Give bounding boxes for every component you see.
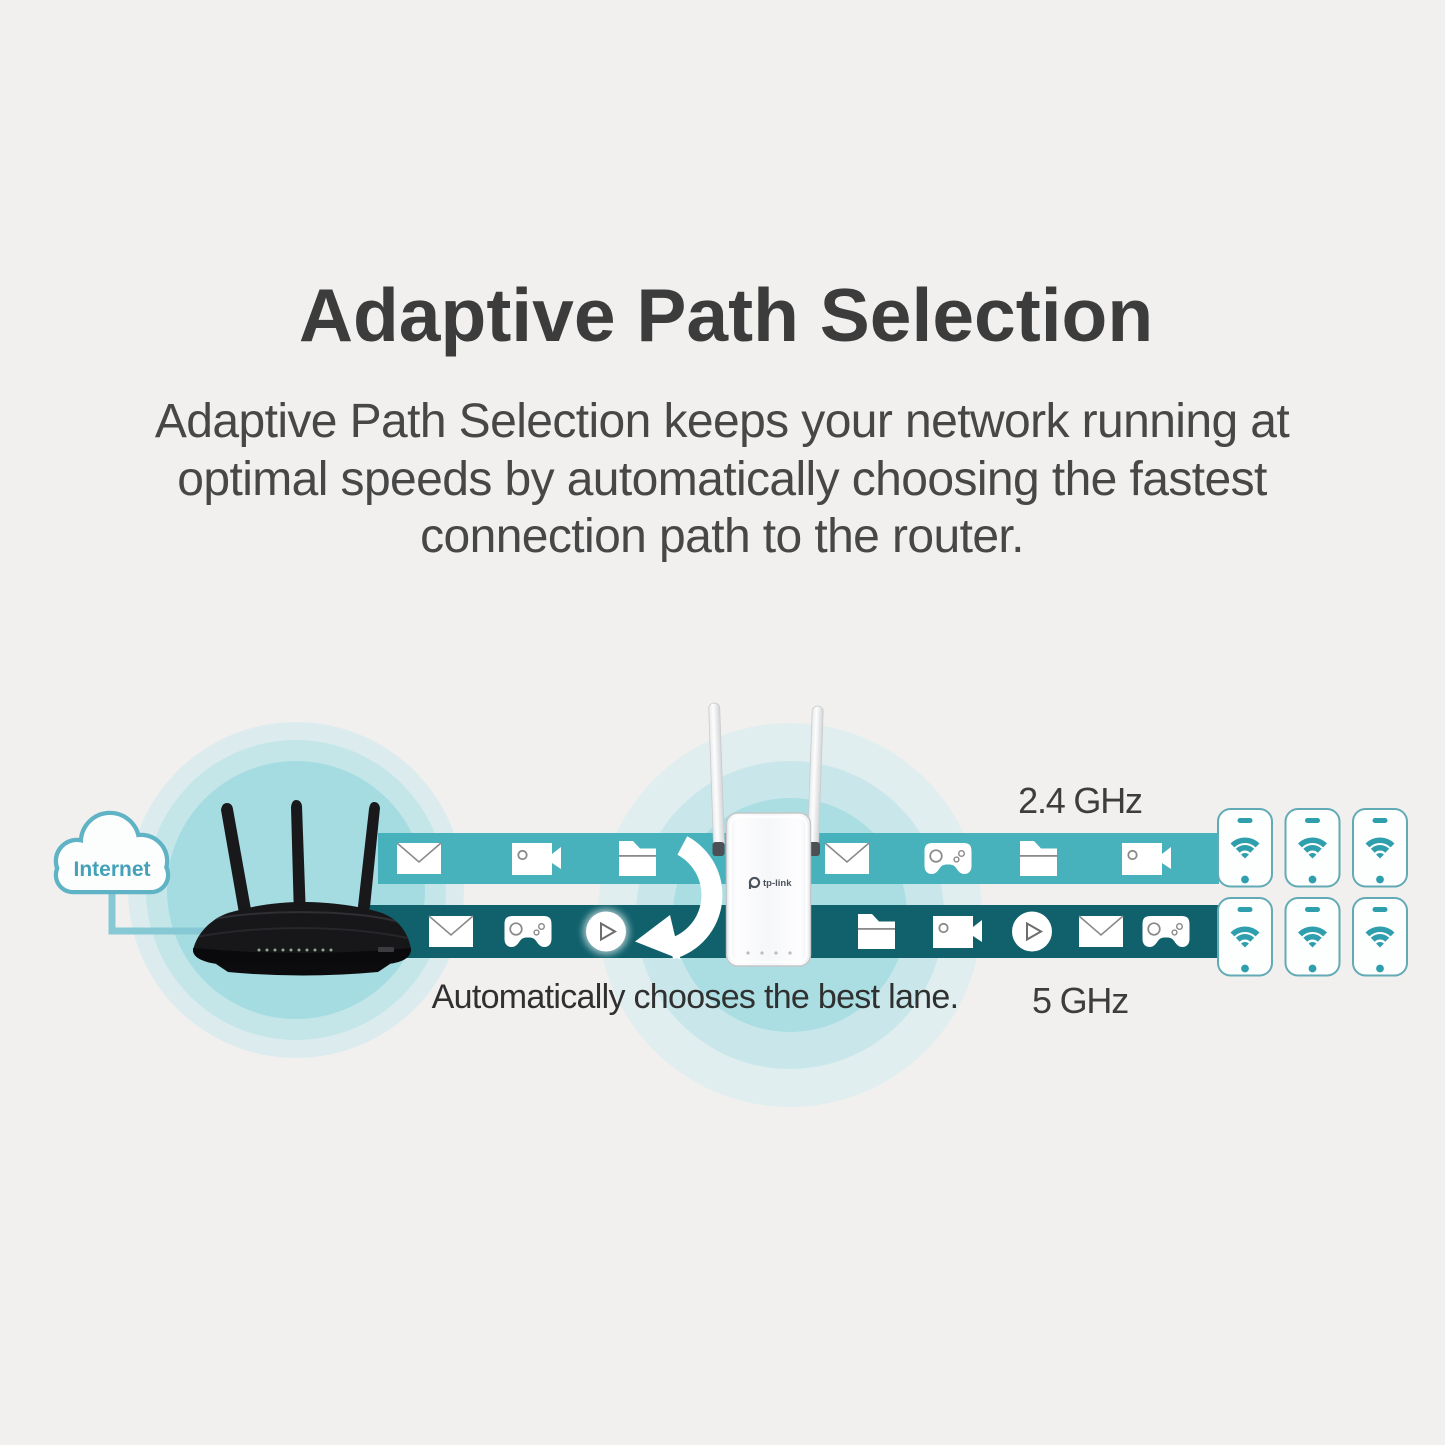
svg-text:Adaptive Path Selection keeps: Adaptive Path Selection keeps your netwo…: [155, 395, 1290, 448]
svg-text:Automatically chooses the best: Automatically chooses the best lane.: [432, 978, 959, 1016]
svg-text:optimal speeds by automaticall: optimal speeds by automatically choosing…: [177, 453, 1267, 506]
svg-text:5 GHz: 5 GHz: [1032, 980, 1128, 1021]
svg-text:Adaptive Path Selection: Adaptive Path Selection: [299, 273, 1153, 357]
svg-text:connection path to the router.: connection path to the router.: [420, 510, 1024, 563]
svg-text:2.4 GHz: 2.4 GHz: [1018, 780, 1142, 821]
svg-text:Internet: Internet: [73, 858, 150, 881]
svg-text:tp-link: tp-link: [763, 878, 792, 889]
